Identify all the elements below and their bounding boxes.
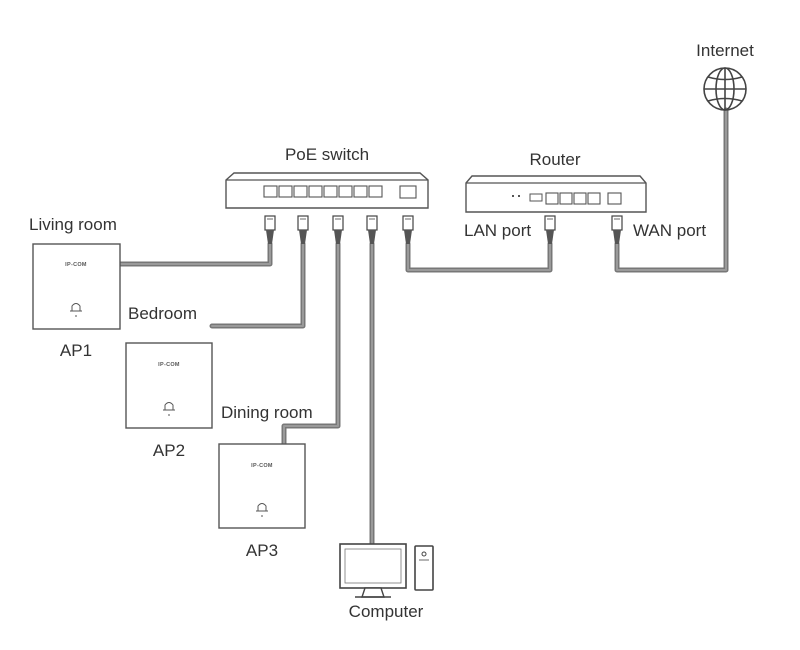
living-room-label: Living room [29, 215, 117, 234]
switch-ports [263, 185, 417, 199]
ap2-device: IP-COM [125, 342, 213, 429]
dining-room-label: Dining room [221, 403, 313, 422]
router-label: Router [529, 150, 580, 169]
rj45-plug-icon [297, 215, 309, 244]
bedroom-label: Bedroom [128, 304, 197, 323]
rj45-plugs [264, 215, 623, 244]
rj45-plug-icon [264, 215, 276, 244]
ap3-label: AP3 [246, 541, 278, 560]
cable-ap1 [117, 241, 273, 267]
rj45-plug-icon [332, 215, 344, 244]
ap3-led-icon [256, 503, 268, 517]
router [465, 175, 647, 213]
ap2-label: AP2 [153, 441, 185, 460]
ap1-device: IP-COM [32, 243, 121, 330]
ap1-led-icon [70, 303, 82, 317]
rj45-plug-icon [544, 215, 556, 244]
ap3-device: IP-COM [218, 443, 306, 529]
ap2-led-icon [163, 402, 175, 416]
ap1-label: AP1 [60, 341, 92, 360]
rj45-plug-icon [611, 215, 623, 244]
poe-switch-label: PoE switch [285, 145, 369, 164]
rj45-plug-icon [366, 215, 378, 244]
internet-label: Internet [696, 41, 754, 60]
cable-switch-router [405, 241, 553, 273]
ap2-brand-logo: IP-COM [158, 362, 180, 368]
cables [117, 107, 729, 547]
computer-tower-icon [414, 545, 434, 591]
ap1-brand-logo: IP-COM [65, 262, 87, 268]
lan-port-label: LAN port [464, 221, 531, 240]
computer-label: Computer [349, 602, 424, 621]
rj45-plug-icon [402, 215, 414, 244]
ap3-brand-logo: IP-COM [251, 463, 273, 469]
internet-globe-icon [703, 67, 747, 111]
poe-switch [225, 172, 429, 209]
computer-monitor-icon [339, 543, 407, 598]
cable-ap2 [209, 241, 306, 329]
wan-port-label: WAN port [633, 221, 706, 240]
